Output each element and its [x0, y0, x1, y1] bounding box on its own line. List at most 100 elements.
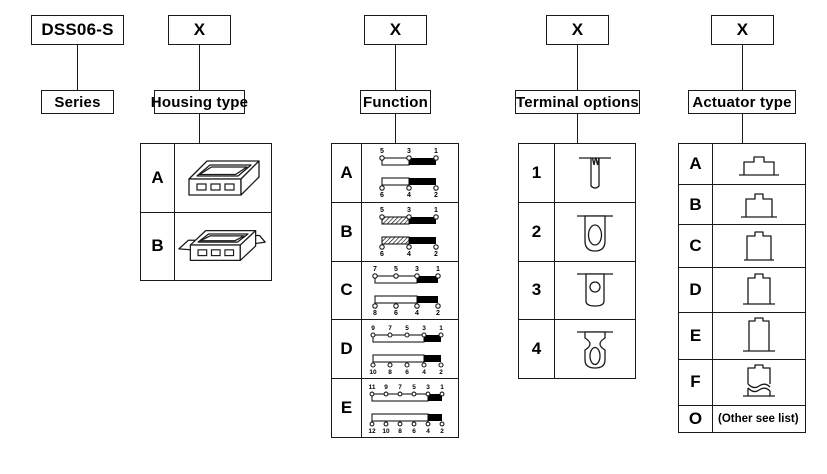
- svg-text:6: 6: [412, 428, 416, 435]
- actuator-connector-line-upper: [742, 45, 744, 90]
- svg-text:5: 5: [405, 325, 409, 332]
- svg-text:2: 2: [440, 428, 444, 435]
- svg-text:5: 5: [380, 207, 384, 214]
- terminal-options-table: 1 2: [518, 143, 636, 379]
- function-option-key-d: D: [332, 320, 362, 379]
- svg-text:5: 5: [412, 384, 416, 391]
- housing-option-key-a: A: [141, 144, 175, 212]
- actuator-option-key-d: D: [679, 268, 713, 312]
- terminal-label-box: Terminal options: [515, 90, 640, 114]
- svg-text:6: 6: [380, 192, 384, 199]
- actuator-option-key-b: B: [679, 184, 713, 225]
- terminal-option-key-2: 2: [519, 202, 555, 261]
- terminal-connector-line-upper: [577, 45, 579, 90]
- housing-option-key-b: B: [141, 212, 175, 280]
- terminal-option-key-1: 1: [519, 144, 555, 202]
- svg-text:8: 8: [398, 428, 402, 435]
- actuator-option-row-f[interactable]: F: [679, 359, 805, 407]
- svg-text:10: 10: [369, 369, 377, 376]
- svg-text:1: 1: [439, 325, 443, 332]
- terminal-option-key-3: 3: [519, 261, 555, 320]
- housing-connector-line-upper: [199, 45, 201, 90]
- actuator-option-key-a: A: [679, 144, 713, 184]
- terminal-connector-line-lower: [577, 114, 579, 143]
- svg-text:4: 4: [407, 251, 411, 258]
- svg-text:4: 4: [415, 310, 419, 317]
- svg-text:1: 1: [440, 384, 444, 391]
- svg-text:2: 2: [439, 369, 443, 376]
- terminal-option-row-1[interactable]: 1: [519, 144, 635, 203]
- terminal-option-row-4[interactable]: 4: [519, 320, 635, 378]
- terminal-code-box: X: [546, 15, 609, 45]
- switch-body-isometric-b-icon: [175, 213, 271, 281]
- svg-text:7: 7: [388, 325, 392, 332]
- function-connector-line-upper: [395, 45, 397, 90]
- actuator-code-box: X: [711, 15, 774, 45]
- actuator-option-key-e: E: [679, 312, 713, 359]
- housing-option-row-b[interactable]: B: [141, 212, 271, 281]
- housing-option-row-a[interactable]: A: [141, 144, 271, 213]
- actuator-option-row-d[interactable]: D: [679, 268, 805, 313]
- actuator-option-key-f: F: [679, 359, 713, 406]
- series-connector-line: [77, 45, 79, 90]
- terminal-option-row-2[interactable]: 2: [519, 202, 635, 262]
- svg-text:12: 12: [368, 428, 376, 435]
- svg-text:7: 7: [373, 266, 377, 273]
- actuator-option-key-o: O: [679, 406, 713, 433]
- svg-text:4: 4: [422, 369, 426, 376]
- svg-text:5: 5: [394, 266, 398, 273]
- terminal-option-row-3[interactable]: 3: [519, 261, 635, 321]
- terminal-waisted-lug-oval-hole-icon: [555, 320, 635, 378]
- actuator-option-row-c[interactable]: C: [679, 225, 805, 269]
- svg-text:8: 8: [373, 310, 377, 317]
- svg-text:6: 6: [405, 369, 409, 376]
- actuator-cap-low-icon: [713, 144, 805, 184]
- actuator-cap-tall-icon: [713, 313, 805, 359]
- actuator-option-row-b[interactable]: B: [679, 184, 805, 226]
- function-options-table: A 5 3 1 6 4 2: [331, 143, 459, 438]
- function-option-key-e: E: [332, 379, 362, 437]
- series-code-box: DSS06-S: [31, 15, 124, 45]
- svg-text:2: 2: [436, 310, 440, 317]
- housing-options-table: A: [140, 143, 272, 281]
- svg-text:7: 7: [398, 384, 402, 391]
- function-option-key-a: A: [332, 144, 362, 202]
- actuator-label-box: Actuator type: [688, 90, 796, 114]
- actuator-other-text: (Other see list): [713, 406, 805, 432]
- svg-text:1: 1: [434, 207, 438, 214]
- actuator-cap-medium-low-icon: [713, 185, 805, 225]
- housing-label-box: Housing type: [151, 90, 248, 114]
- actuator-option-key-c: C: [679, 225, 713, 268]
- switch-body-isometric-a-icon: [175, 144, 271, 212]
- svg-text:4: 4: [426, 428, 430, 435]
- actuator-cap-corrugated-icon: [713, 360, 805, 406]
- actuator-option-row-a[interactable]: A: [679, 144, 805, 185]
- svg-text:4: 4: [407, 192, 411, 199]
- function-code-box: X: [364, 15, 427, 45]
- housing-code-box: X: [168, 15, 231, 45]
- actuator-other-label: (Other see list): [718, 413, 799, 426]
- actuator-option-row-o[interactable]: O (Other see list): [679, 406, 805, 433]
- svg-text:3: 3: [407, 148, 411, 155]
- svg-text:6: 6: [380, 251, 384, 258]
- actuator-option-row-e[interactable]: E: [679, 312, 805, 360]
- terminal-rect-lug-hole-icon: [555, 262, 635, 320]
- function-option-key-b: B: [332, 202, 362, 261]
- svg-text:6: 6: [394, 310, 398, 317]
- svg-text:1: 1: [436, 266, 440, 273]
- svg-text:8: 8: [388, 369, 392, 376]
- actuator-cap-medium-tall-icon: [713, 268, 805, 312]
- svg-text:1: 1: [434, 148, 438, 155]
- function-option-key-c: C: [332, 261, 362, 320]
